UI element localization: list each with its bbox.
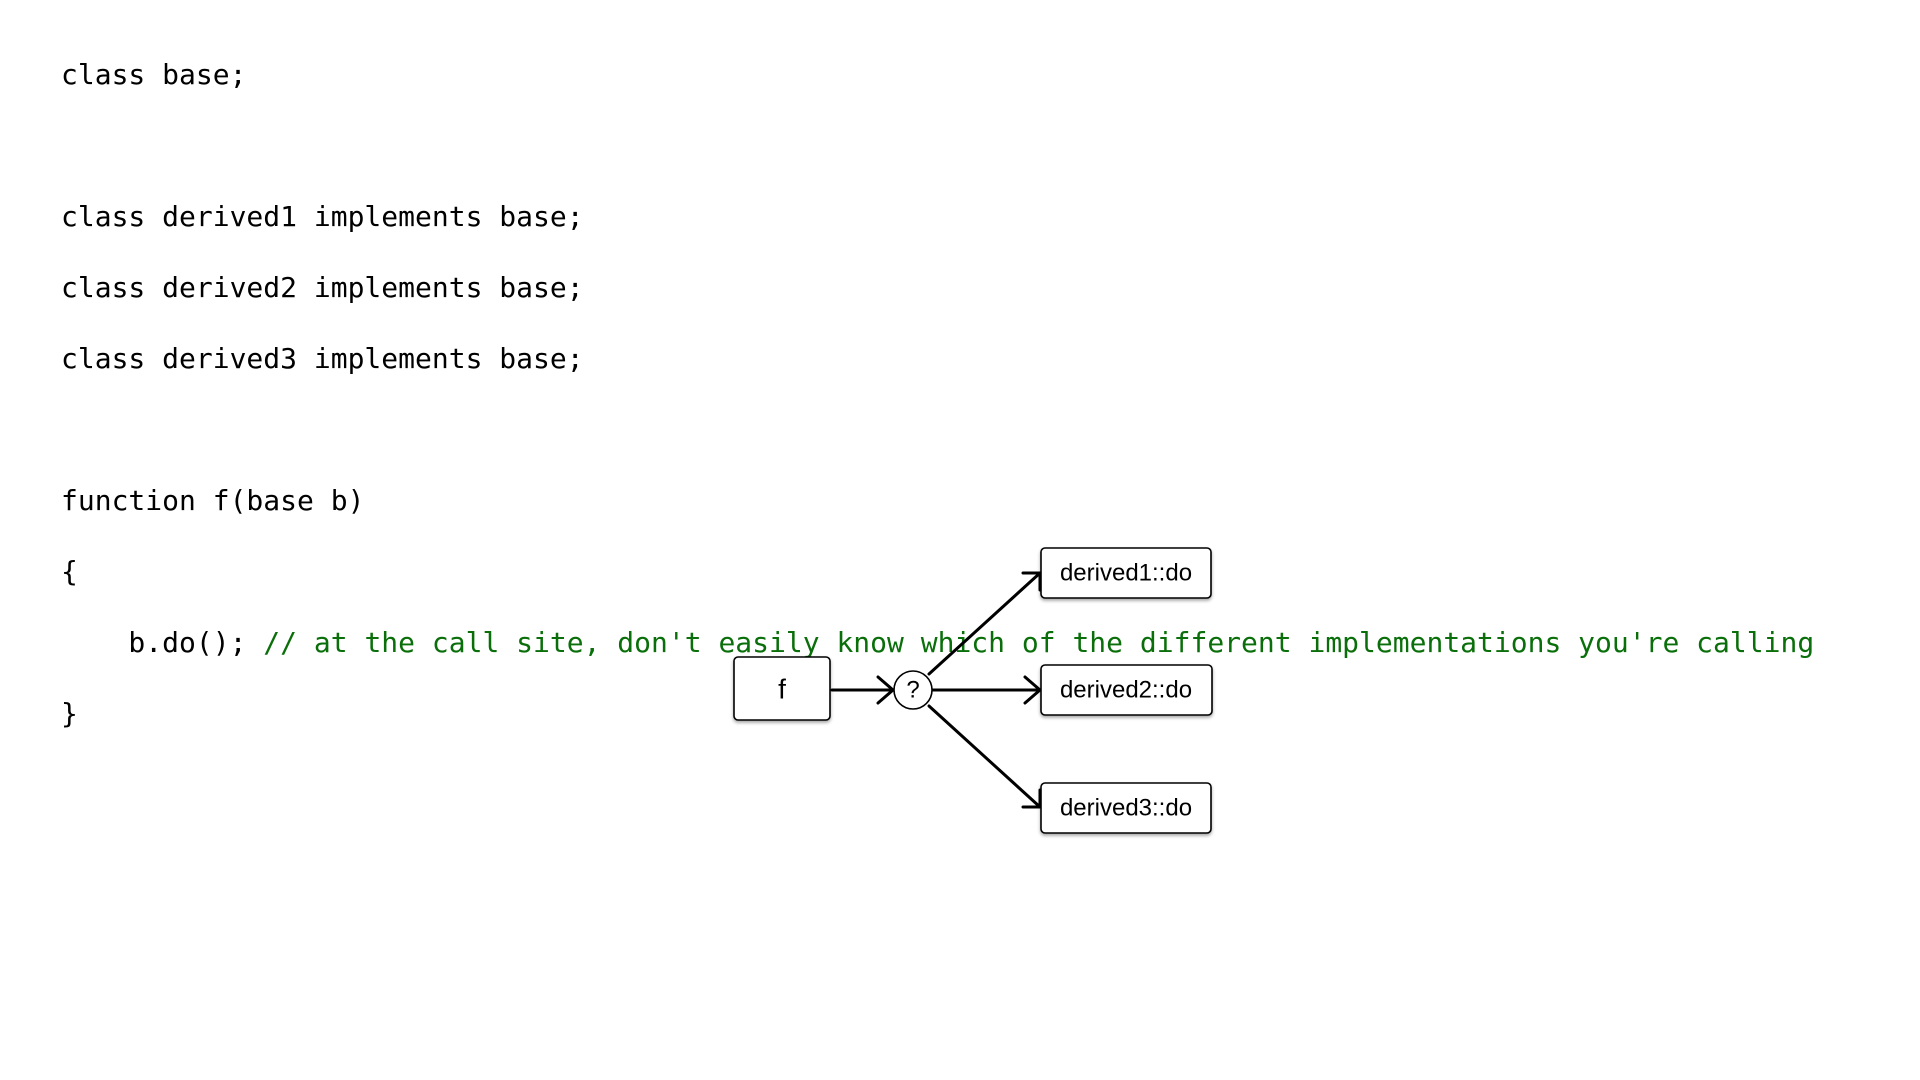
target-node-derived2: derived2::do bbox=[1040, 664, 1213, 716]
target-label-derived2: derived2::do bbox=[1060, 676, 1192, 703]
dispatch-label: ? bbox=[906, 676, 919, 703]
arrowhead-derived2 bbox=[1023, 675, 1042, 705]
code-line-1: class base; bbox=[61, 58, 247, 91]
arrowhead-derived3 bbox=[1021, 788, 1042, 809]
code-line-5: class derived3 implements base; bbox=[61, 342, 584, 375]
code-line-4: class derived2 implements base; bbox=[61, 271, 584, 304]
code-block: class base; class derived1 implements ba… bbox=[61, 57, 1814, 767]
target-node-derived3: derived3::do bbox=[1040, 782, 1212, 834]
edge-dispatch-to-derived1 bbox=[927, 571, 1042, 676]
dispatch-node: ? bbox=[893, 670, 933, 710]
code-line-8: { bbox=[61, 555, 78, 588]
caller-node: f bbox=[733, 656, 831, 721]
target-label-derived1: derived1::do bbox=[1060, 559, 1192, 586]
target-label-derived3: derived3::do bbox=[1060, 794, 1192, 821]
caller-label: f bbox=[778, 673, 786, 704]
code-line-7: function f(base b) bbox=[61, 484, 365, 517]
code-line-9: b.do(); // at the call site, don't easil… bbox=[61, 626, 1815, 659]
code-line-10: } bbox=[61, 697, 78, 730]
edge-dispatch-to-derived3 bbox=[927, 704, 1042, 809]
code-line-3: class derived1 implements base; bbox=[61, 200, 584, 233]
arrowhead-dispatch bbox=[876, 675, 895, 705]
arrowhead-derived1 bbox=[1021, 571, 1042, 592]
target-node-derived1: derived1::do bbox=[1040, 547, 1212, 599]
code-comment: // at the call site, don't easily know w… bbox=[263, 626, 1815, 659]
